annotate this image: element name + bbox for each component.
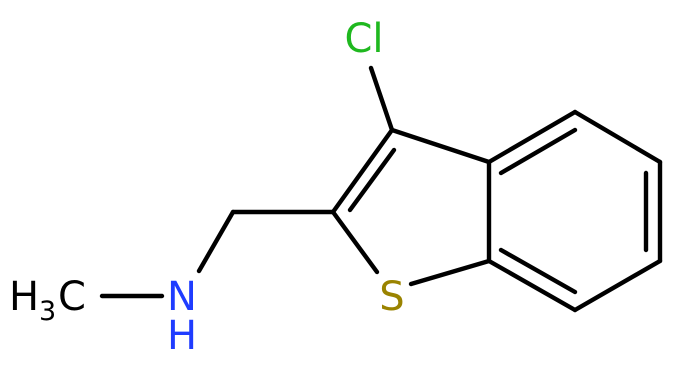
chlorine-atom-label: Cl — [344, 16, 383, 62]
methyl-carbon-label: C — [58, 274, 86, 320]
bond-c3-c2 — [330, 127, 395, 215]
bond-c7-c7a — [486, 258, 578, 313]
bond-c2-s1 — [330, 209, 380, 275]
nitrogen-atom-label: N — [167, 274, 197, 320]
bond-c4-c3a-inner — [498, 127, 578, 176]
bond-c3-cl — [368, 65, 395, 133]
bond-c4-c5 — [572, 109, 663, 165]
sulfur-atom-label: S — [379, 274, 404, 320]
bond-ch2-n — [196, 209, 236, 274]
bond-c7-c7a-inner — [498, 247, 578, 295]
bond-c6-c7 — [572, 258, 663, 313]
bond-c3a-c4 — [486, 109, 578, 165]
bonds — [99, 65, 663, 313]
methyl-hydrogen-label: H — [9, 274, 39, 320]
atom-labels: Cl S N H H 3 C — [9, 16, 405, 359]
nitrogen-hydrogen-label: H — [167, 313, 197, 359]
bond-s1-c7a — [408, 258, 492, 287]
bond-c3a-c3 — [389, 127, 492, 165]
methyl-subscript-label: 3 — [39, 296, 56, 327]
bond-c3-c2-inner — [347, 147, 397, 213]
